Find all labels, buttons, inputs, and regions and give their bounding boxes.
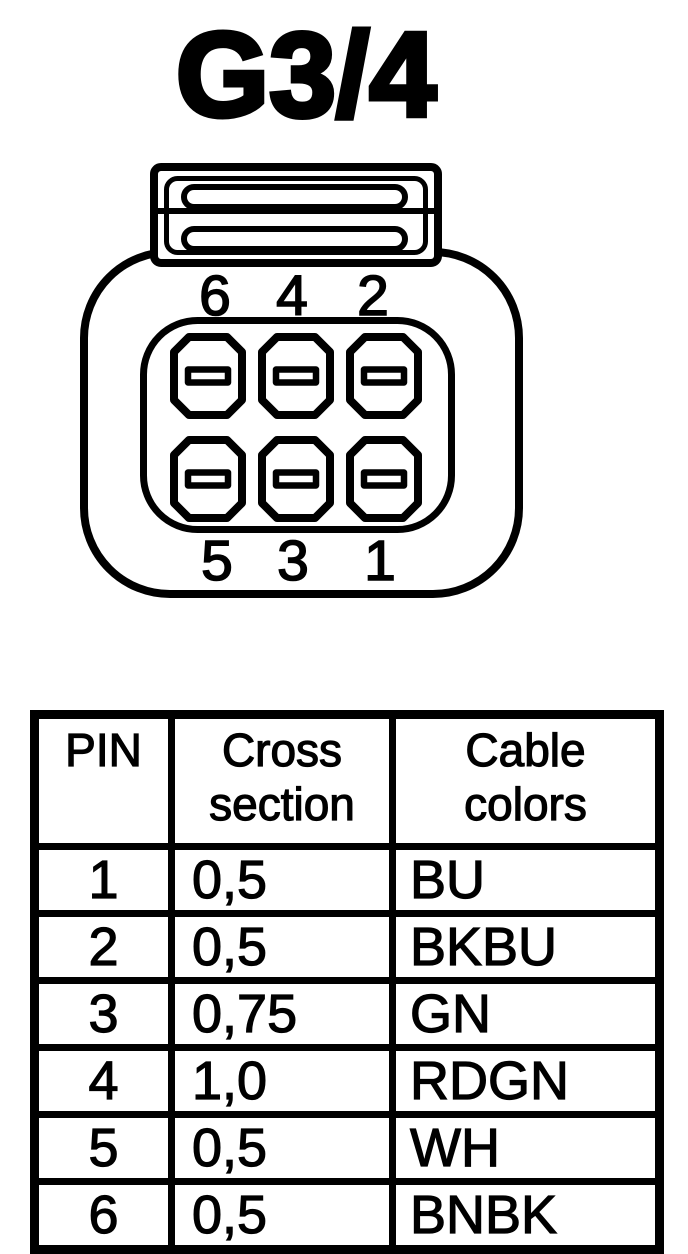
table-row: 1 0,5 BU (31, 843, 663, 917)
pin-terminal-slot-5 (184, 469, 232, 489)
pin-cavity-3 (258, 436, 334, 522)
cross-section-cell: 0,75 (168, 977, 396, 1051)
pin-terminal-slot-2 (360, 366, 408, 386)
pin-cavity-2 (346, 333, 422, 419)
page-title: G3/4 (176, 8, 436, 142)
pin-label-3: 3 (277, 529, 309, 593)
pin-terminal-slot-3 (272, 469, 320, 489)
pin-label-1: 1 (364, 529, 396, 593)
latch-slot-top (181, 184, 408, 210)
cable-color-cell: RDGN (389, 1044, 663, 1118)
cable-color-cell: BKBU (389, 910, 663, 984)
pin-cavity-6 (170, 333, 246, 419)
cable-color-cell: GN (389, 977, 663, 1051)
latch-inner-frame (164, 176, 428, 255)
table-header-row: PIN Cross section Cable colors (31, 711, 663, 850)
table-row: 4 1,0 RDGN (31, 1044, 663, 1118)
pin-terminal-slot-1 (360, 469, 408, 489)
cross-section-cell: 0,5 (168, 1178, 396, 1253)
cable-color-cell: WH (389, 1111, 663, 1185)
column-header-cable-colors: Cable colors (389, 711, 663, 850)
connector-diagram: G3/4 6 4 2 (80, 6, 523, 598)
cable-color-cell: BNBK (389, 1178, 663, 1253)
cross-section-cell: 1,0 (168, 1044, 396, 1118)
pin-cavity-4 (258, 333, 334, 419)
pin-number-cell: 6 (31, 1178, 175, 1253)
pin-table: PIN Cross section Cable colors 1 0,5 BU … (30, 710, 664, 1254)
table-row: 6 0,5 BNBK (31, 1178, 663, 1253)
cable-color-cell: BU (389, 843, 663, 917)
cross-section-cell: 0,5 (168, 1111, 396, 1185)
pin-cavity-1 (346, 436, 422, 522)
column-header-pin: PIN (31, 711, 175, 850)
cross-section-cell: 0,5 (168, 843, 396, 917)
column-header-cross-section: Cross section (168, 711, 396, 850)
pin-number-cell: 2 (31, 910, 175, 984)
latch-slot-bottom (181, 226, 408, 252)
pin-number-cell: 1 (31, 843, 175, 917)
connector-latch (150, 163, 442, 267)
pin-terminal-slot-4 (272, 366, 320, 386)
column-header-pin-label: PIN (65, 723, 143, 776)
pin-label-5: 5 (201, 529, 233, 593)
table-row: 5 0,5 WH (31, 1111, 663, 1185)
cross-section-cell: 0,5 (168, 910, 396, 984)
table-row: 3 0,75 GN (31, 977, 663, 1051)
pin-number-cell: 4 (31, 1044, 175, 1118)
pin-terminal-slot-6 (184, 366, 232, 386)
pin-cavity-5 (170, 436, 246, 522)
table-row: 2 0,5 BKBU (31, 910, 663, 984)
pin-number-cell: 3 (31, 977, 175, 1051)
pin-number-cell: 5 (31, 1111, 175, 1185)
